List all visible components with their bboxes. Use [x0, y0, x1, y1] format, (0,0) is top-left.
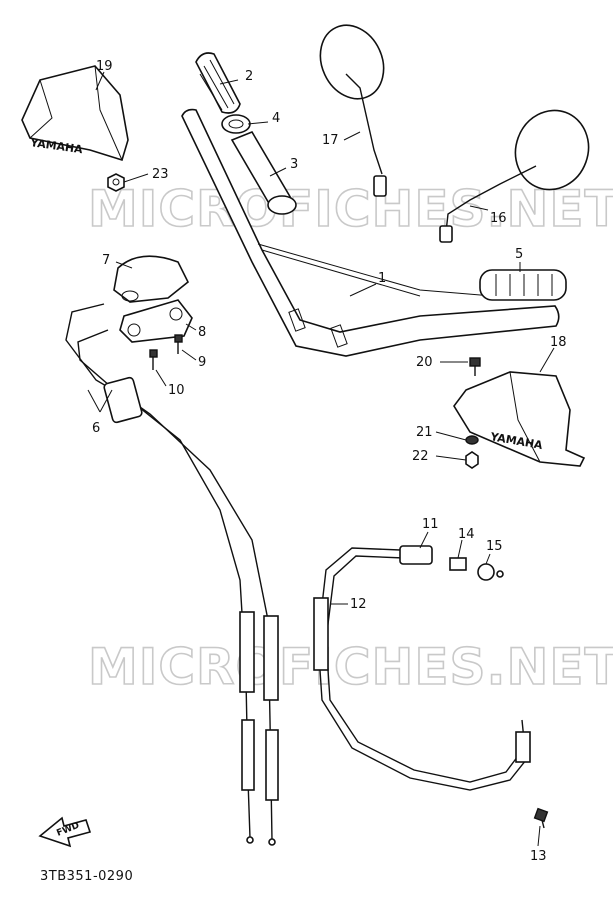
callout-1: 1	[378, 271, 386, 286]
callout-19: 19	[96, 59, 113, 74]
hand-guard-left: YAMAHA	[21, 65, 129, 162]
callout-10: 10	[168, 383, 185, 398]
collar-4-inner	[228, 119, 244, 129]
callout-15: 15	[486, 539, 503, 554]
diagram-code: 3TB351-0290	[40, 869, 133, 884]
mirror-left	[319, 24, 387, 197]
callout-16: 16	[490, 211, 507, 226]
housing-lower-8	[119, 299, 193, 343]
callout-3: 3	[290, 157, 298, 172]
callout-13: 13	[530, 849, 547, 864]
watermark-top: MICROFICHES.NET	[88, 180, 613, 238]
grip-5	[479, 269, 567, 301]
throttle-tube-3	[230, 131, 297, 215]
callout-8: 8	[198, 325, 206, 340]
mirror-right	[439, 109, 590, 243]
callout-22: 22	[412, 449, 429, 464]
callout-4: 4	[272, 111, 280, 126]
callout-21: 21	[416, 425, 433, 440]
nut-23	[107, 173, 125, 192]
cap-15	[477, 563, 504, 581]
leader-lines	[87, 71, 555, 847]
bolt-20	[469, 357, 481, 376]
handlebar-1	[181, 108, 560, 357]
callout-2: 2	[245, 69, 253, 84]
callouts: 2 4 3 19 23 17 16 1 5 7 8 9 10 6 20 18 2…	[92, 59, 567, 864]
hand-guard-right: YAMAHA	[453, 371, 586, 467]
callout-14: 14	[458, 527, 475, 542]
adjuster-11	[399, 545, 433, 565]
callout-18: 18	[550, 335, 567, 350]
callout-7: 7	[102, 253, 110, 268]
watermark-bottom: MICROFICHES.NET	[88, 638, 613, 696]
forward-arrow-icon: FWD	[38, 816, 92, 848]
callout-12: 12	[350, 597, 367, 612]
clutch-cable-12	[313, 547, 531, 791]
screw-10	[149, 349, 158, 370]
callout-6: 6	[92, 421, 100, 436]
screw-9	[174, 334, 183, 354]
callout-17: 17	[322, 133, 339, 148]
callout-5: 5	[515, 247, 523, 262]
callout-11: 11	[422, 517, 439, 532]
nut-22	[465, 451, 479, 469]
nut-14	[449, 557, 467, 571]
callout-20: 20	[416, 355, 433, 370]
collar-4	[221, 114, 251, 134]
callout-9: 9	[198, 355, 206, 370]
throttle-cables-6	[65, 303, 279, 846]
housing-upper-7	[113, 255, 190, 303]
callout-23: 23	[152, 167, 169, 182]
grip-2	[195, 52, 241, 114]
washer-21	[465, 435, 479, 445]
screw-13	[533, 807, 549, 829]
